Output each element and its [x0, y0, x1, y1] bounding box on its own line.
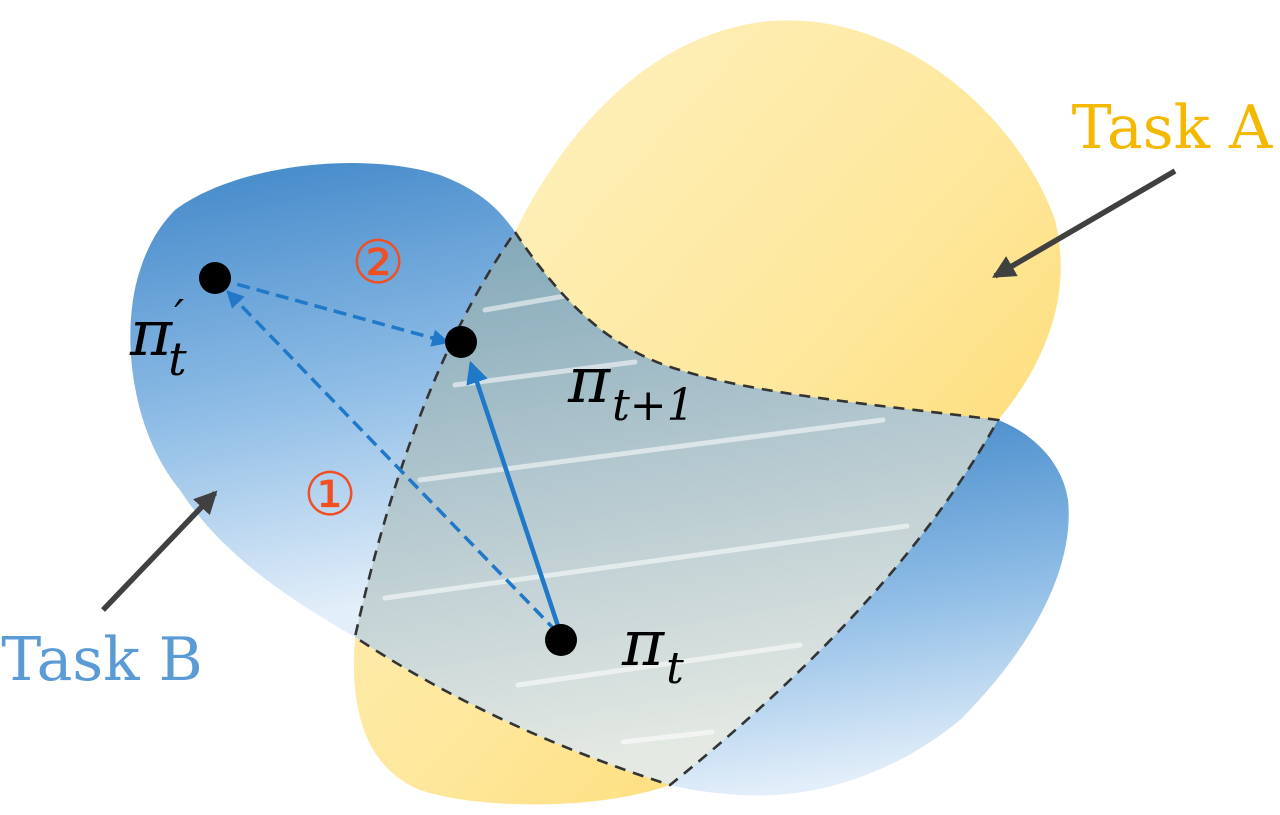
- hatch-line: [620, 729, 715, 745]
- task-a-pointer-arrow: [992, 168, 1177, 279]
- label-pi-t-prime: π′t: [129, 291, 187, 386]
- task-b-label: Task B: [1, 625, 202, 695]
- point-pi-t-plus-1: [445, 326, 477, 358]
- direct-update-arrow: [466, 360, 563, 633]
- label-pi-t: πt: [621, 607, 684, 694]
- step-2-marker: ②: [351, 228, 405, 298]
- pi-subscript: t: [168, 332, 187, 386]
- pi-symbol: π: [567, 344, 611, 418]
- point-pi-t: [545, 624, 577, 656]
- hatch-line: [515, 642, 803, 688]
- overlap-region: [355, 232, 998, 785]
- hatch-line: [382, 523, 910, 601]
- label-pi-t-plus-1: πt+1: [567, 344, 695, 431]
- point-pi-t-prime: [199, 262, 231, 294]
- hatch-line: [417, 417, 886, 483]
- pi-subscript: t: [666, 643, 684, 694]
- step-1-marker: ①: [303, 460, 357, 530]
- hatch-line: [482, 293, 568, 313]
- overlap-boundary: [353, 229, 1001, 787]
- task-b-region-lower: [670, 420, 1069, 796]
- pi-prime: ′: [174, 291, 184, 342]
- task-b-pointer-arrow: [101, 490, 218, 612]
- pi-symbol: π: [129, 297, 173, 371]
- pi-symbol: π: [621, 607, 665, 681]
- pi-subscript: t+1: [612, 380, 695, 431]
- task-a-label: Task A: [1072, 93, 1273, 163]
